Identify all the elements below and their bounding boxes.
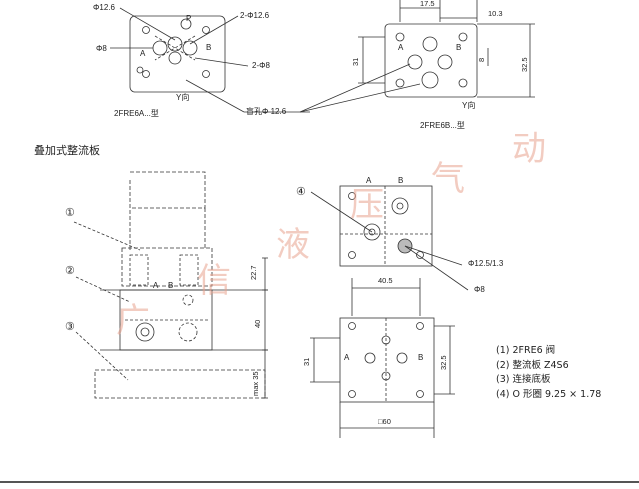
oring-label: Φ12.5/1.3 — [468, 259, 504, 268]
watermark-char: 气 — [431, 159, 465, 199]
callout-4: ④ — [296, 186, 306, 198]
dia-label: 2-Φ8 — [252, 61, 270, 70]
callout-1: ① — [65, 207, 75, 219]
watermark-char: 液 — [276, 225, 310, 265]
section-title: 叠加式整流板 — [34, 144, 100, 157]
dim-label: 40.5 — [378, 276, 393, 285]
dim-label: max 35 — [251, 371, 260, 396]
dim-label: □60 — [378, 417, 391, 426]
port-label-b: B — [418, 353, 424, 362]
watermark-char: 动 — [512, 129, 546, 169]
port-label-a: A — [344, 353, 350, 362]
bottom-plate-view — [310, 278, 455, 438]
model-label: 2FRE6B...型 — [420, 121, 465, 130]
callout-3: ③ — [65, 321, 75, 333]
blind-hole-label: 盲孔Φ 12.6 — [246, 107, 287, 116]
dim-label: 31 — [302, 357, 311, 366]
dia-label: Φ8 — [474, 285, 485, 294]
legend-item: (2) 整流板 Z4S6 — [496, 359, 569, 371]
port-label-b: B — [456, 43, 462, 52]
dim-label: 8 — [477, 57, 486, 62]
dim-label: 22.7 — [249, 265, 258, 280]
dim-label: 17.5 — [420, 0, 435, 8]
port-label-b: B — [168, 281, 174, 290]
port-label-b: B — [398, 176, 404, 185]
dim-label: 31 — [351, 57, 360, 66]
watermark-char: 压 — [350, 185, 384, 225]
port-label-a: A — [153, 281, 159, 290]
port-label-a: A — [140, 49, 146, 58]
port-label-b: B — [206, 43, 212, 52]
legend-item: (4) O 形圈 9.25 × 1.78 — [496, 388, 602, 400]
port-label-p: P — [186, 14, 192, 23]
plate-top-view — [310, 185, 469, 291]
dim-label: 40 — [253, 319, 262, 328]
dim-label: 10.3 — [488, 9, 503, 18]
watermark-char: 信 — [197, 261, 231, 301]
model-label: 2FRE6A...型 — [114, 109, 159, 118]
port-label-a: A — [366, 176, 372, 185]
legend-item: (3) 连接底板 — [496, 374, 551, 385]
dia-label: Φ12.6 — [93, 3, 115, 12]
legend-item: (1) 2FRE6 阀 — [496, 345, 556, 356]
port-label-a: A — [398, 43, 404, 52]
assembly-drawing — [73, 171, 268, 399]
bottom-rule — [0, 481, 639, 483]
legend: (1) 2FRE6 阀 (2) 整流板 Z4S6 (3) 连接底板 (4) O … — [496, 346, 601, 399]
dim-label: 32.5 — [520, 57, 529, 72]
dia-label: Φ8 — [96, 44, 107, 53]
view-label: Y向 — [176, 93, 190, 102]
top-left-port-view — [110, 7, 310, 113]
view-label: Y向 — [462, 101, 476, 110]
dia-label: 2-Φ12.6 — [240, 11, 270, 20]
dim-label: 32.5 — [439, 355, 448, 370]
callout-2: ② — [65, 265, 75, 277]
top-right-port-view — [299, 0, 535, 113]
watermark-char: 广 — [116, 301, 150, 341]
